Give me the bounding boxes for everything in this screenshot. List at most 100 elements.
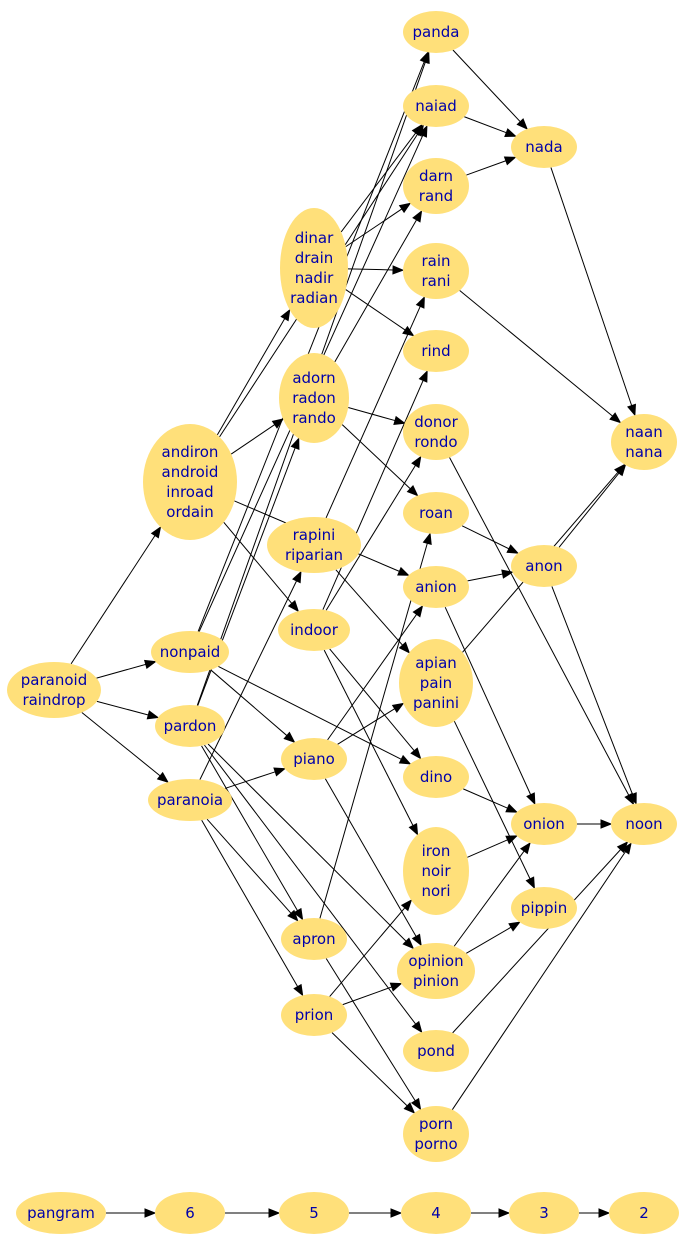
node-ellipse xyxy=(403,1106,469,1162)
node-ellipse xyxy=(403,492,469,534)
node-ellipse xyxy=(16,1192,106,1234)
node-ellipse xyxy=(611,414,677,470)
edge-line xyxy=(550,167,633,406)
edge-n3-to-n2 xyxy=(579,1208,611,1218)
node-label: noon xyxy=(625,815,662,833)
edge-line xyxy=(341,424,411,490)
node-label: paranoid xyxy=(21,671,87,689)
edge-roan-to-anon xyxy=(461,525,520,554)
edge-line xyxy=(337,708,396,745)
edge-anion-to-onion xyxy=(444,606,536,806)
edge-line xyxy=(466,926,512,954)
edge-arrowhead xyxy=(420,51,430,64)
edge-apron-to-porn xyxy=(325,958,422,1111)
edge-line xyxy=(340,132,417,233)
node-label: adorn xyxy=(292,369,335,387)
edge-line xyxy=(327,614,418,741)
node-label: naan xyxy=(625,423,662,441)
edge-nonpaid-to-dino xyxy=(218,665,412,765)
node-label: porno xyxy=(414,1135,457,1153)
node-label: nana xyxy=(625,443,662,461)
edge-panda-to-nada xyxy=(452,49,528,130)
edge-andiron-to-adorn xyxy=(230,418,285,455)
node-piano: piano xyxy=(281,738,347,780)
edge-arrowhead xyxy=(498,1208,511,1218)
edge-arrowhead xyxy=(389,982,403,992)
edge-line xyxy=(348,407,396,422)
edge-line xyxy=(444,606,532,795)
edge-line xyxy=(325,306,421,519)
edge-arrowhead xyxy=(287,909,299,922)
edge-line xyxy=(201,819,299,987)
node-label: panini xyxy=(413,694,459,712)
edge-adorn-to-roan xyxy=(341,424,419,497)
node-pippin: pippin xyxy=(511,887,577,929)
node-label: roan xyxy=(419,504,453,522)
edge-porn-to-noon xyxy=(451,842,632,1110)
node-onion: onion xyxy=(511,803,577,845)
node-label: rand xyxy=(419,187,453,205)
node-pangram: pangram xyxy=(16,1192,106,1234)
edge-indoor-to-rind xyxy=(322,369,428,610)
edge-arrowhead xyxy=(411,455,422,469)
node-ellipse xyxy=(279,353,349,443)
edge-line xyxy=(329,907,406,997)
edge-arrowhead xyxy=(280,308,291,322)
edge-arrowhead xyxy=(144,1208,157,1218)
edge-arrowhead xyxy=(505,835,518,845)
edge-adorn-to-donor xyxy=(348,407,406,426)
edge-arrowhead xyxy=(397,566,410,576)
edge-line xyxy=(334,219,417,363)
edge-indoor-to-iron xyxy=(323,649,419,836)
edge-dinar-to-darn xyxy=(345,202,412,248)
edge-n5-to-n4 xyxy=(349,1208,403,1218)
node-label: paranoia xyxy=(157,791,223,809)
edge-rapini-to-apian xyxy=(335,569,411,654)
node-label: opinion xyxy=(408,952,463,970)
node-label: prion xyxy=(295,1006,334,1024)
edge-dino-to-onion xyxy=(463,788,518,813)
edge-pardon-to-apron xyxy=(201,745,304,921)
edge-line xyxy=(347,268,394,271)
edge-line xyxy=(453,720,531,880)
edge-line xyxy=(452,49,521,123)
edge-arrowhead xyxy=(287,600,300,613)
node-paranoia: paranoia xyxy=(148,779,232,821)
edge-arrowhead xyxy=(504,128,517,137)
edge-piano-to-opinion xyxy=(324,778,422,947)
edge-line xyxy=(459,290,613,417)
node-label: rain xyxy=(421,252,450,270)
node-label: dino xyxy=(420,768,452,786)
edge-pond-to-noon xyxy=(452,841,629,1034)
edge-iron-to-onion xyxy=(467,835,518,858)
edge-paranoid_raindrop-to-pardon xyxy=(96,700,160,720)
node-label: iron xyxy=(422,842,451,860)
edge-line xyxy=(218,665,402,760)
node-label: apian xyxy=(415,654,457,672)
edge-arrowhead xyxy=(410,747,422,760)
edge-arrowhead xyxy=(271,418,285,429)
node-label: pangram xyxy=(27,1204,95,1222)
edge-arrowhead xyxy=(519,841,531,855)
node-label: nada xyxy=(525,138,562,156)
node-panda: panda xyxy=(403,11,469,53)
edge-arrowhead xyxy=(503,156,517,166)
edge-opinion-to-pippin xyxy=(466,921,521,954)
edge-line xyxy=(223,522,293,604)
node-label: riparian xyxy=(285,546,343,564)
node-label: anon xyxy=(525,557,562,575)
node-label: rani xyxy=(421,272,450,290)
edge-opinion-to-onion xyxy=(453,841,531,947)
edge-arrowhead xyxy=(290,437,300,450)
node-ellipse xyxy=(511,545,577,587)
edge-arrowhead xyxy=(412,605,424,618)
edge-arrowhead xyxy=(398,754,412,765)
edge-line xyxy=(463,788,508,809)
edge-arrowhead xyxy=(411,933,422,947)
node-nada: nada xyxy=(511,126,577,168)
node-label: andiron xyxy=(162,443,219,461)
node-label: android xyxy=(162,463,219,481)
